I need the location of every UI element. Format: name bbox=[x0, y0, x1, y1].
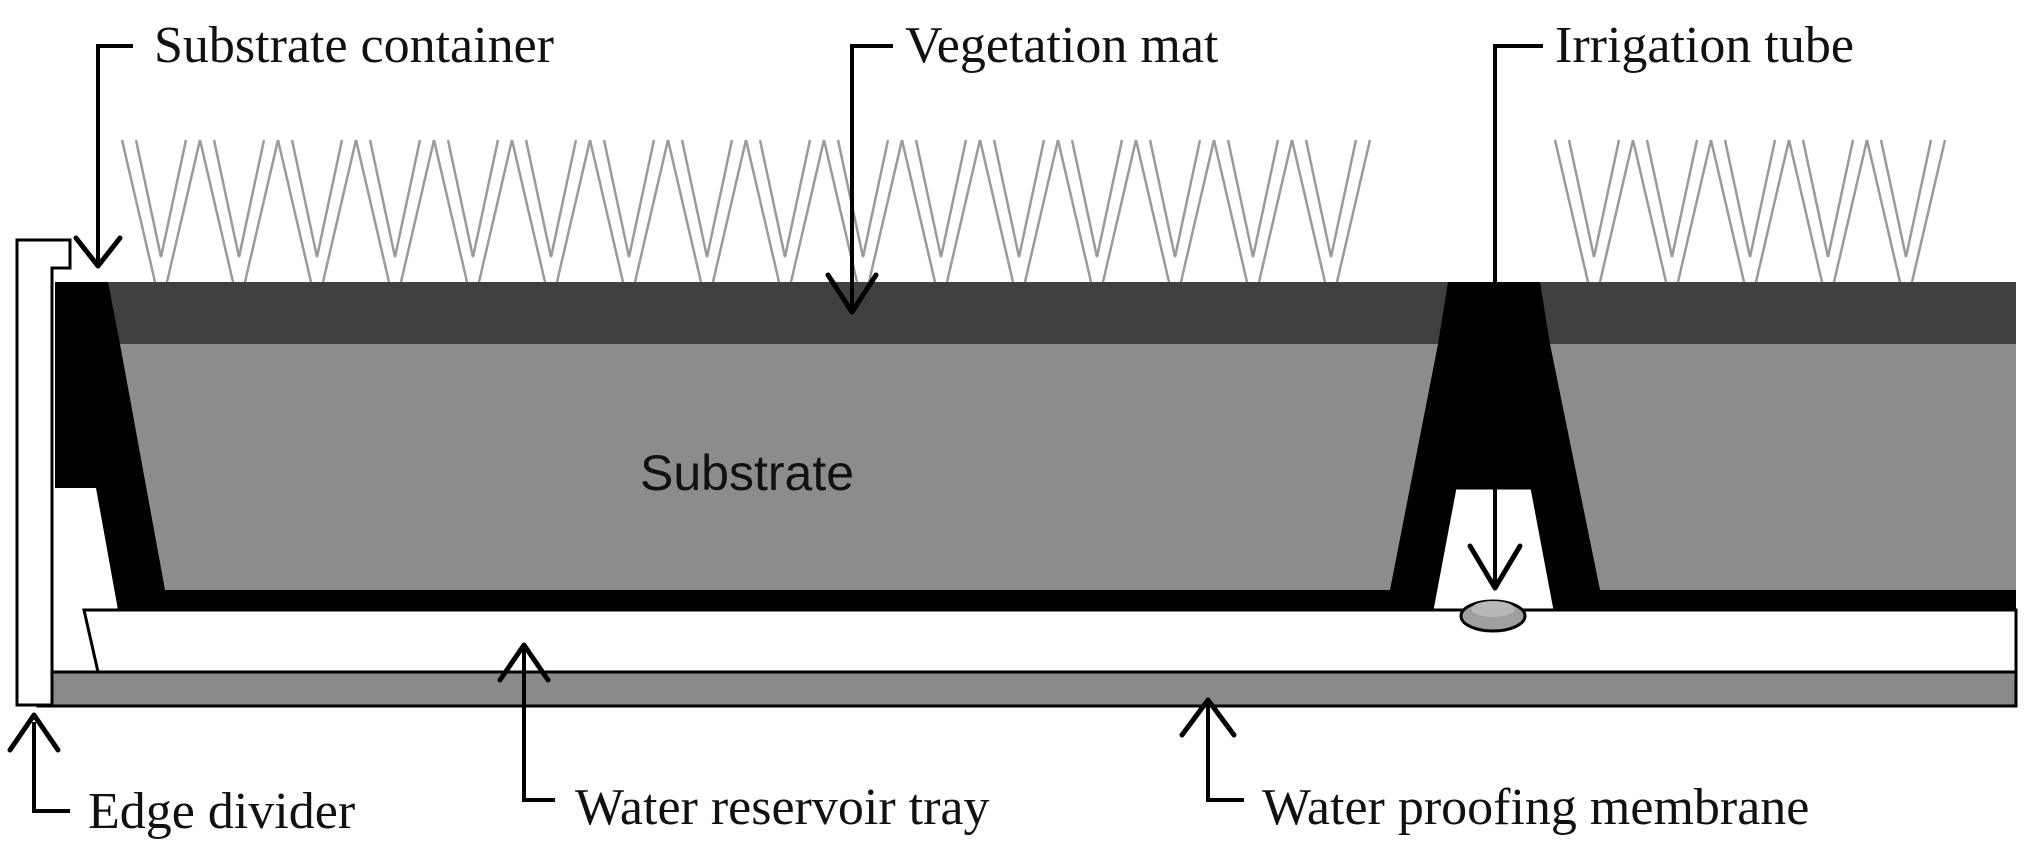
leader-irrigation-tube bbox=[1467, 44, 1543, 591]
water-proofing-membrane bbox=[36, 670, 2018, 708]
grass-blade bbox=[900, 139, 982, 283]
grass-blade bbox=[666, 139, 748, 283]
grass-blade bbox=[588, 139, 670, 283]
vegetation-mat-left bbox=[108, 282, 1448, 344]
substrate-container-left bbox=[55, 282, 1495, 610]
grass-blade bbox=[198, 139, 280, 283]
grass-blade bbox=[276, 139, 358, 283]
edge-divider bbox=[15, 238, 72, 707]
grass-blade bbox=[1865, 139, 1947, 283]
vegetation-grass-right bbox=[1553, 139, 1947, 283]
leader-vegetation-mat bbox=[825, 44, 893, 315]
water-reservoir-tray bbox=[82, 608, 2018, 674]
vegetation-grass-left bbox=[120, 139, 1372, 283]
label-water-reservoir-tray: Water reservoir tray bbox=[575, 779, 989, 836]
label-substrate-container: Substrate container bbox=[154, 17, 554, 74]
grass-blade bbox=[120, 139, 202, 283]
grass-blade bbox=[1787, 139, 1869, 283]
leader-substrate-container bbox=[73, 44, 133, 269]
grass-blade bbox=[510, 139, 592, 283]
leader-water-reservoir-tray bbox=[497, 642, 555, 802]
vegetation-mat-right bbox=[1540, 282, 2016, 344]
grass-blade bbox=[1056, 139, 1138, 283]
substrate-right bbox=[1550, 344, 2016, 590]
grass-blade bbox=[1134, 139, 1216, 283]
grass-blade bbox=[1212, 139, 1294, 283]
label-edge-divider: Edge divider bbox=[88, 783, 355, 840]
grass-blade bbox=[354, 139, 436, 283]
grass-blade bbox=[1709, 139, 1791, 283]
grass-blade bbox=[1553, 139, 1635, 283]
grass-blade bbox=[744, 139, 826, 283]
grass-blade bbox=[432, 139, 514, 283]
substrate-container-right bbox=[1495, 282, 2016, 610]
substrate-left bbox=[120, 344, 1438, 590]
grass-blade bbox=[1631, 139, 1713, 283]
label-water-proofing-membrane: Water proofing membrane bbox=[1262, 779, 1809, 836]
irrigation-tube-highlight bbox=[1471, 601, 1515, 617]
label-substrate: Substrate bbox=[640, 445, 854, 501]
grass-blade bbox=[978, 139, 1060, 283]
leader-water-proofing-membrane bbox=[1179, 697, 1244, 802]
leader-edge-divider bbox=[7, 712, 70, 813]
label-irrigation-tube: Irrigation tube bbox=[1555, 17, 1854, 74]
grass-blade bbox=[1290, 139, 1372, 283]
grass-blade bbox=[822, 139, 904, 283]
label-vegetation-mat: Vegetation mat bbox=[905, 17, 1219, 74]
